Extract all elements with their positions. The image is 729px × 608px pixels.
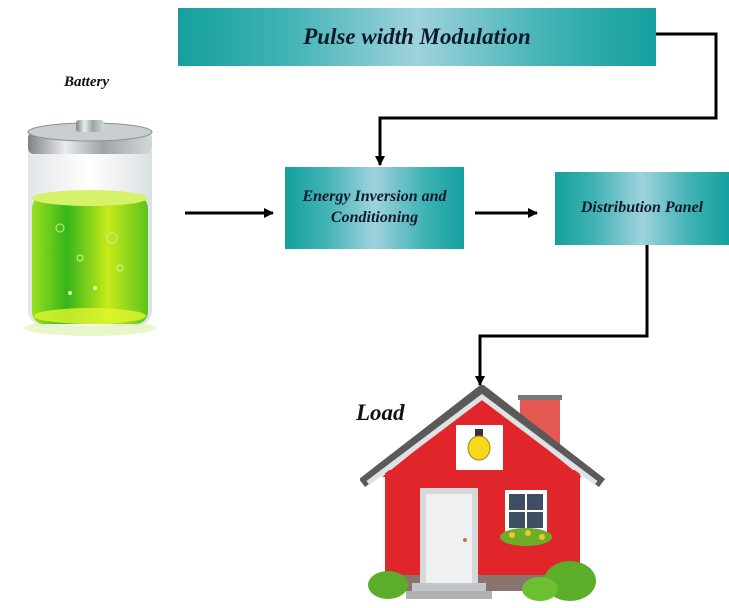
distribution-label: Distribution Panel <box>580 199 704 217</box>
pwm-block: Pulse width Modulation <box>178 8 656 66</box>
house-icon <box>360 385 605 601</box>
pwm-label: Pulse width Modulation <box>303 24 531 50</box>
battery-label: Battery <box>64 74 109 90</box>
distribution-block: Distribution Panel <box>555 172 729 245</box>
inversion-block: Energy Inversion and Conditioning <box>285 167 464 249</box>
light-bulb-icon <box>456 425 503 470</box>
edge-distribution-to-load <box>475 245 649 386</box>
inversion-label: Energy Inversion and Conditioning <box>302 188 447 226</box>
load-label: Load <box>356 400 405 425</box>
battery-icon <box>24 120 156 336</box>
